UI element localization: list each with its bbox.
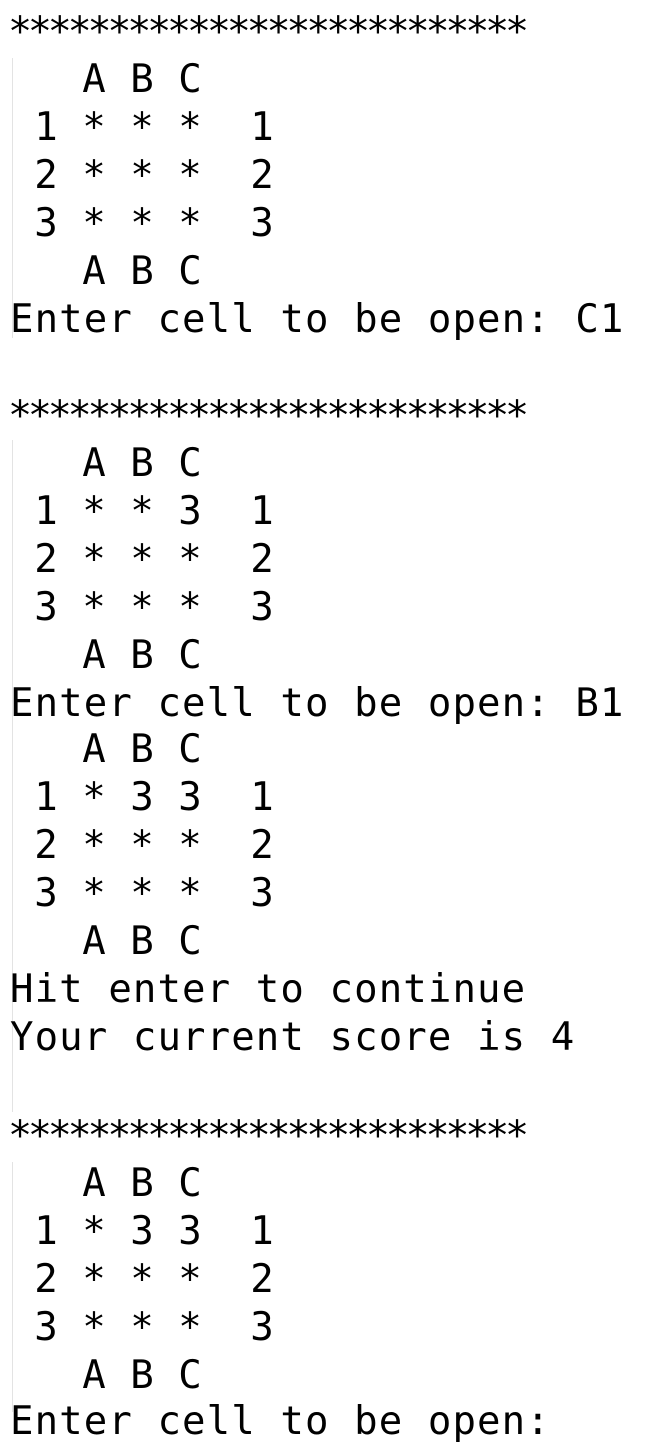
board-cell: * (130, 153, 154, 198)
column-header: A (82, 1161, 106, 1206)
board-cell: * (178, 153, 202, 198)
prompt-line: Enter cell to be open: (10, 1399, 551, 1444)
row-number: 3 (34, 1305, 58, 1350)
row-number: 3 (250, 201, 274, 246)
column-footer: C (178, 249, 202, 294)
row-number: 2 (34, 537, 58, 582)
indent-guide (12, 440, 13, 1112)
row-number: 2 (250, 1257, 274, 1302)
board-cell: * (178, 1257, 202, 1302)
column-header: C (178, 1161, 202, 1206)
separator-line: ************************** (8, 393, 529, 439)
column-header: A (82, 57, 106, 102)
board-cell: * (82, 823, 106, 868)
row-number: 3 (250, 1305, 274, 1350)
column-footer: C (178, 633, 202, 678)
column-footer: B (130, 633, 154, 678)
row-number: 2 (34, 1257, 58, 1302)
board-cell: * (178, 1305, 202, 1350)
column-header: C (178, 441, 202, 486)
row-number: 3 (34, 585, 58, 630)
separator-line: ************************** (8, 1113, 529, 1159)
board-cell: * (130, 201, 154, 246)
board-cell: * (178, 871, 202, 916)
board-cell: * (82, 105, 106, 150)
board-cell: * (130, 1257, 154, 1302)
column-header: B (130, 727, 154, 772)
board-cell: * (178, 105, 202, 150)
row-number: 1 (250, 1209, 274, 1254)
prompt-line: Enter cell to be open: B1 (10, 681, 625, 726)
row-number: 2 (34, 153, 58, 198)
separator-line: ************************** (8, 9, 529, 55)
board-cell: 3 (178, 1209, 202, 1254)
board-cell: * (130, 537, 154, 582)
board-cell: * (82, 585, 106, 630)
row-number: 2 (250, 537, 274, 582)
row-number: 1 (250, 775, 274, 820)
column-header: C (178, 57, 202, 102)
column-footer: A (82, 1353, 106, 1398)
column-footer: B (130, 919, 154, 964)
board-cell: * (130, 489, 154, 534)
indent-guide (12, 58, 13, 338)
board-cell: * (82, 871, 106, 916)
board-cell: * (82, 1257, 106, 1302)
board-cell: * (82, 201, 106, 246)
row-number: 2 (34, 823, 58, 868)
board-cell: 3 (130, 775, 154, 820)
board-cell: * (130, 871, 154, 916)
column-footer: A (82, 249, 106, 294)
column-footer: B (130, 249, 154, 294)
column-footer: B (130, 1353, 154, 1398)
row-number: 1 (250, 489, 274, 534)
column-footer: A (82, 633, 106, 678)
row-number: 3 (34, 201, 58, 246)
column-header: A (82, 727, 106, 772)
board-cell: * (82, 489, 106, 534)
row-number: 2 (250, 823, 274, 868)
board-cell: * (82, 1209, 106, 1254)
board-cell: 3 (130, 1209, 154, 1254)
column-header: B (130, 1161, 154, 1206)
column-footer: A (82, 919, 106, 964)
board-cell: * (178, 585, 202, 630)
column-header: C (178, 727, 202, 772)
board-cell: * (130, 1305, 154, 1350)
board-cell: * (178, 537, 202, 582)
column-header: A (82, 441, 106, 486)
column-header: B (130, 57, 154, 102)
column-footer: C (178, 1353, 202, 1398)
board-cell: * (178, 201, 202, 246)
row-number: 2 (250, 153, 274, 198)
board-cell: 3 (178, 489, 202, 534)
board-cell: * (178, 823, 202, 868)
board-cell: 3 (178, 775, 202, 820)
row-number: 1 (34, 1209, 58, 1254)
board-cell: * (82, 1305, 106, 1350)
board-cell: * (130, 585, 154, 630)
row-number: 3 (250, 871, 274, 916)
row-number: 1 (34, 489, 58, 534)
row-number: 3 (34, 871, 58, 916)
row-number: 3 (250, 585, 274, 630)
board-cell: * (82, 775, 106, 820)
row-number: 1 (250, 105, 274, 150)
board-cell: * (82, 537, 106, 582)
indent-guide (12, 1162, 13, 1412)
board-cell: * (130, 823, 154, 868)
score-message: Your current score is 4 (10, 1015, 576, 1060)
row-number: 1 (34, 105, 58, 150)
column-footer: C (178, 919, 202, 964)
board-cell: * (130, 105, 154, 150)
column-header: B (130, 441, 154, 486)
board-cell: * (82, 153, 106, 198)
prompt-line: Enter cell to be open: C1 (10, 297, 625, 342)
row-number: 1 (34, 775, 58, 820)
continue-message: Hit enter to continue (10, 967, 527, 1012)
